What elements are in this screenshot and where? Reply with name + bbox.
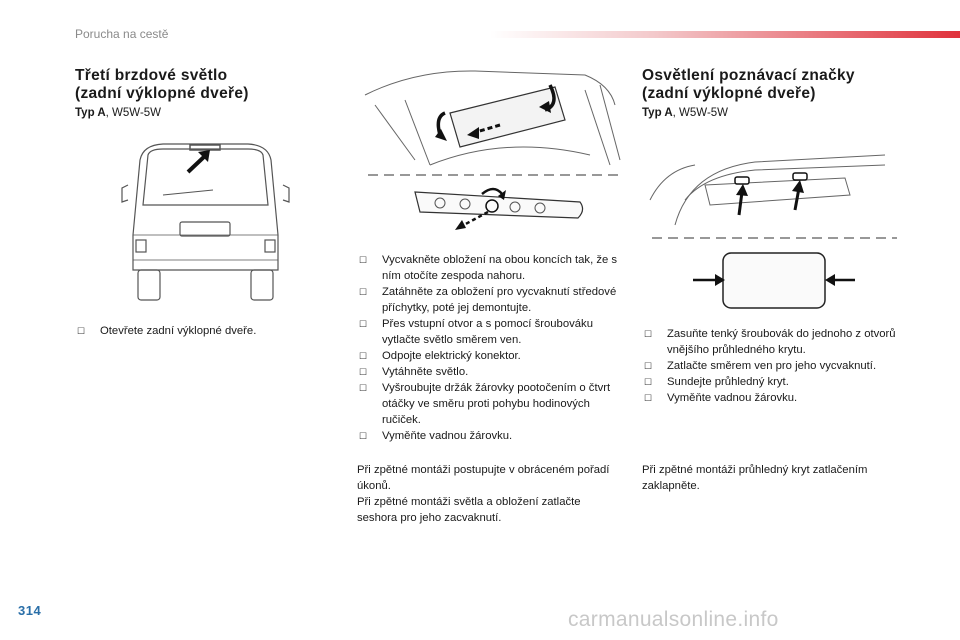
step-item: Zatlačte směrem ven pro jeho vycvaknutí.: [642, 358, 912, 374]
step-item: Vycvakněte obložení na obou koncích tak,…: [357, 252, 622, 284]
heading-line: (zadní výklopné dveře): [75, 85, 249, 102]
plate-light-heading: Osvětlení poznávací značky (zadní výklop…: [642, 67, 942, 103]
type-label: Typ A: [75, 107, 106, 119]
col2-steps: Vycvakněte obložení na obou koncích tak,…: [357, 252, 622, 444]
dashed-separator: [368, 174, 618, 176]
type-value: , W5W-5W: [105, 107, 162, 119]
page-number: 314: [18, 603, 42, 618]
step-item: Odpojte elektrický konektor.: [357, 348, 622, 364]
tailgate-trim-illustration: [364, 70, 621, 166]
step-item: Zasuňte tenký šroubovák do jednoho z otv…: [642, 326, 912, 358]
note-line: Při zpětné montáži světla a obložení zat…: [357, 496, 581, 524]
bulb-type: Typ A, W5W-5W: [642, 107, 728, 119]
step-item: Otevřete zadní výklopné dveře.: [75, 323, 345, 339]
van-rear-illustration: [121, 143, 290, 301]
brake-light-heading: Třetí brzdové světlo (zadní výklopné dve…: [75, 67, 335, 103]
brake-light-unit-illustration: [414, 187, 584, 230]
type-label: Typ A: [642, 107, 673, 119]
bulb-type: Typ A, W5W-5W: [75, 107, 161, 119]
heading-line: (zadní výklopné dveře): [642, 85, 816, 102]
plate-reassembly-note: Při zpětné montáži průhledný kryt zatlač…: [642, 464, 868, 492]
step-item: Vytáhněte světlo.: [357, 364, 622, 380]
step-item: Vyměňte vadnou žárovku.: [357, 428, 622, 444]
dashed-separator: [652, 237, 897, 239]
lens-removal-illustration: [693, 252, 855, 309]
step-item: Sundejte průhledný kryt.: [642, 374, 912, 390]
reassembly-note: Při zpětné montáži postupujte v obrácené…: [357, 462, 622, 526]
heading-line: Osvětlení poznávací značky: [642, 67, 855, 84]
plate-light-location-illustration: [649, 154, 886, 226]
type-value: , W5W-5W: [672, 107, 729, 119]
section-title: Porucha na cestě: [75, 27, 169, 41]
step-item: Zatáhněte za obložení pro vycvaknutí stř…: [357, 284, 622, 316]
col1-steps: Otevřete zadní výklopné dveře.: [75, 323, 345, 339]
watermark: carmanualsonline.info: [568, 608, 779, 631]
step-item: Vyšroubujte držák žárovky pootočením o č…: [357, 380, 622, 428]
step-item: Přes vstupní otvor a s pomocí šroubováku…: [357, 316, 622, 348]
heading-line: Třetí brzdové světlo: [75, 67, 228, 84]
header-accent-bar: [490, 31, 960, 38]
col3-steps: Zasuňte tenký šroubovák do jednoho z otv…: [642, 326, 912, 406]
note-line: Při zpětné montáži postupujte v obrácené…: [357, 464, 610, 492]
step-item: Vyměňte vadnou žárovku.: [642, 390, 912, 406]
